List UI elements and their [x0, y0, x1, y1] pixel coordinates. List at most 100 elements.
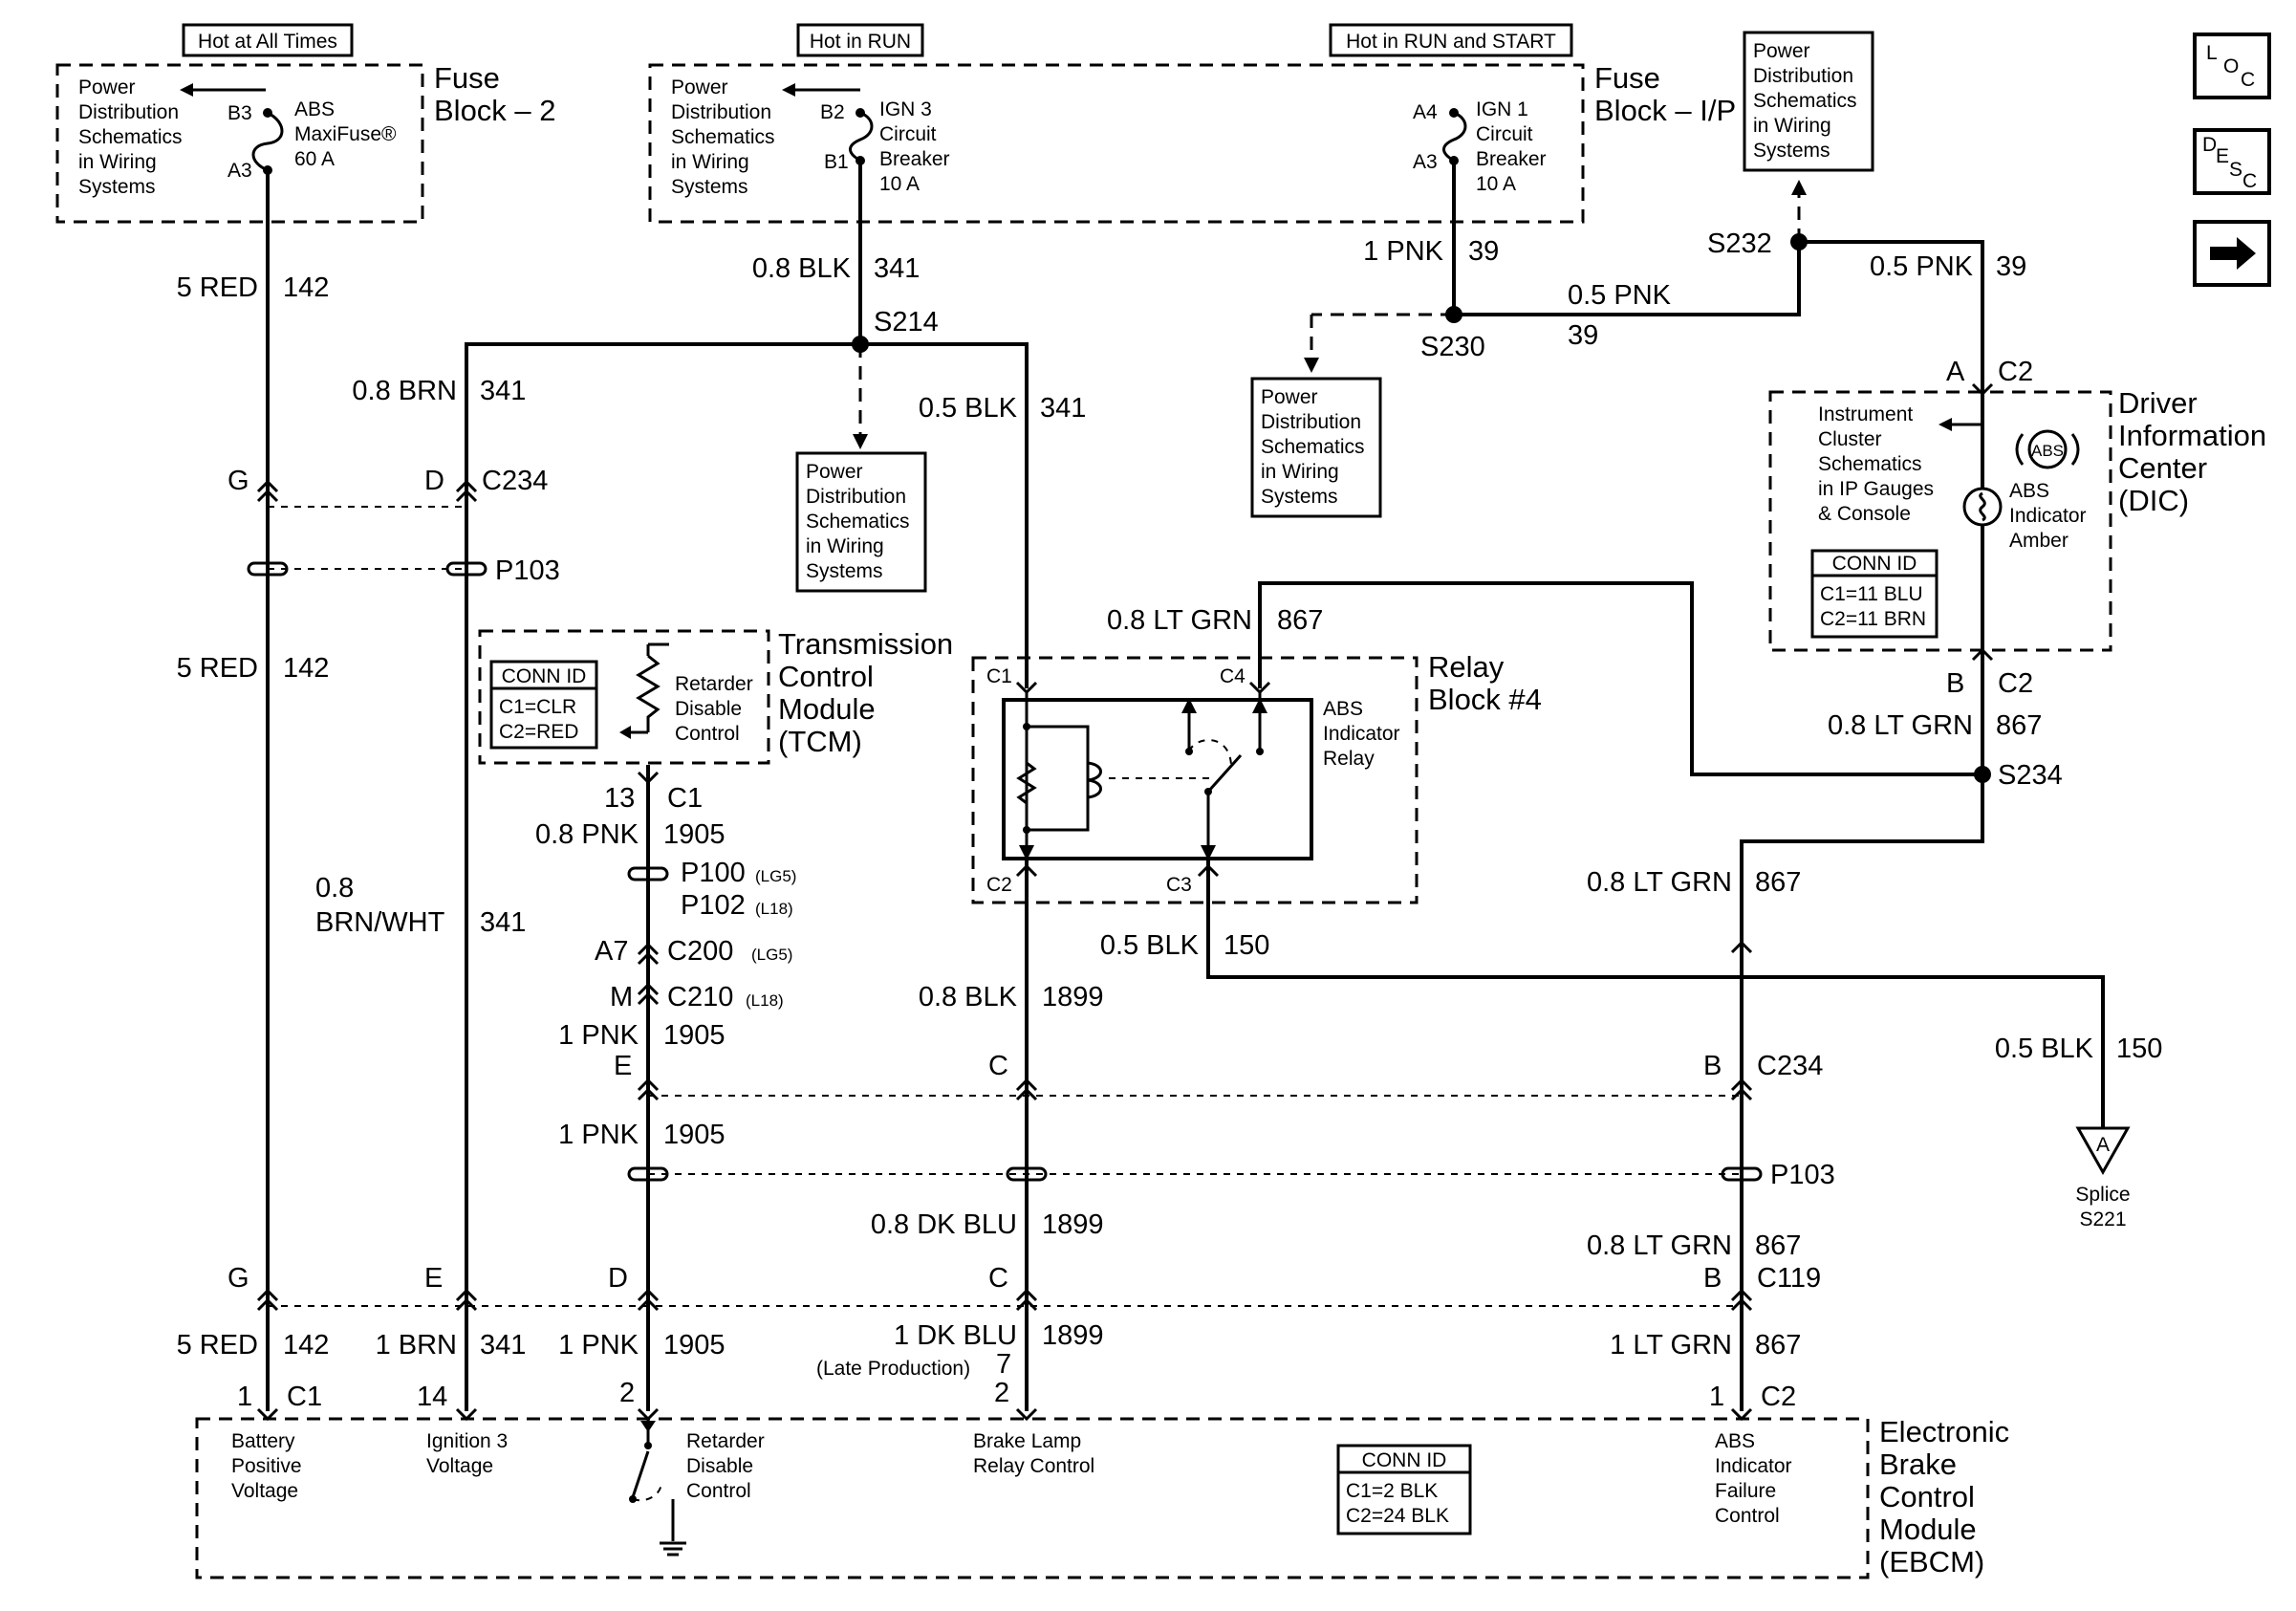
- wire-circuit: 39: [1996, 251, 2026, 282]
- pds-ref-fuse2[interactable]: Power Distribution Schematics in Wiring …: [78, 76, 183, 198]
- relay-pin-c2: [1015, 863, 1038, 878]
- pds-line: Power: [671, 76, 728, 98]
- hot-run-start-box: [1329, 23, 1573, 57]
- dic-ref-line: Instrument: [1818, 403, 1913, 425]
- wire-gauge: 0.8 BRN: [352, 376, 457, 406]
- connector-name: P103: [1770, 1160, 1835, 1190]
- option-code: (LG5): [751, 946, 792, 964]
- ebcm-pin-label: Battery: [231, 1430, 295, 1452]
- arrow-left-icon: [619, 726, 631, 739]
- connector-pin-m: [637, 982, 660, 1006]
- ebcm-pin-label: Control: [1715, 1505, 1780, 1527]
- splice-s214-label: S214: [874, 307, 939, 337]
- resistor-icon: [1016, 761, 1037, 805]
- conn-id-box: [1810, 549, 1939, 639]
- pin-label: E: [424, 1263, 443, 1294]
- ign1-label: 10 A: [1476, 173, 1516, 195]
- splice-ref-label: S221: [2079, 1208, 2126, 1230]
- nav-loc-button[interactable]: L O C: [2193, 33, 2271, 99]
- conn-id-row: C2=11 BRN: [1820, 608, 1926, 630]
- dic-title: (DIC): [2118, 484, 2189, 517]
- wire-circuit: 867: [1277, 605, 1323, 636]
- wire-gauge: 0.8 LT GRN: [1828, 710, 1973, 741]
- dic-outline: [1768, 390, 2112, 652]
- breaker-pin-a4: A4: [1413, 101, 1438, 123]
- ebcm-pin-label: Voltage: [231, 1480, 298, 1502]
- pds-line: in Wiring: [78, 151, 157, 173]
- wire-circuit: 1905: [663, 819, 726, 850]
- ebcm-pin-label: ABS: [1715, 1430, 1755, 1452]
- conn-id-header: CONN ID: [502, 665, 587, 687]
- nav-next-button[interactable]: [2193, 220, 2271, 287]
- wire-gauge: BRN/WHT: [315, 907, 445, 938]
- wire-gauge: 1 PNK: [558, 1020, 639, 1051]
- pin-label: A: [1946, 357, 1965, 387]
- connector-pin-e: [455, 1288, 478, 1312]
- instrument-cluster-ref[interactable]: Instrument Cluster Schematics in IP Gaug…: [1818, 403, 1934, 525]
- splice-s232-label: S232: [1707, 229, 1772, 259]
- wire-circuit: 867: [1755, 1330, 1801, 1361]
- hot-at-all-times-box: [182, 23, 354, 57]
- wire-circuit: 341: [480, 1330, 526, 1361]
- nav-desc-button[interactable]: D E S C: [2193, 128, 2271, 195]
- relay-body: [1002, 698, 1313, 860]
- splice-s214: [852, 336, 869, 353]
- late-production-note: (Late Production): [816, 1358, 970, 1380]
- fuse-block-2: [55, 63, 424, 224]
- fuse-block-ip: [648, 63, 1585, 224]
- connector-name: C234: [482, 466, 548, 496]
- pds-line: Power: [806, 461, 863, 483]
- conn-id-box: [489, 660, 598, 750]
- ign1-label: Breaker: [1476, 148, 1547, 170]
- pds-line: Schematics: [1753, 90, 1857, 112]
- wire-circuit: 39: [1468, 236, 1499, 267]
- circuit-breaker-icon: [1442, 108, 1467, 165]
- coil-icon: [1087, 761, 1102, 799]
- pds-line: Power: [1261, 386, 1318, 408]
- pds-ref-ip[interactable]: Power Distribution Schematics in Wiring …: [671, 76, 775, 198]
- fuse-pin-b3: B3: [227, 102, 252, 124]
- fuse-pin-a3: A3: [227, 160, 252, 182]
- wire-circuit: 1905: [663, 1330, 726, 1361]
- relay-block-title: Relay: [1428, 650, 1505, 684]
- pds-line: Power: [78, 76, 136, 98]
- pds-ref-box: [1250, 377, 1382, 518]
- dic-ref-line: Cluster: [1818, 428, 1882, 450]
- pds-line: Power: [1753, 40, 1810, 62]
- ebcm-module: Electronic Brake Control Module (EBCM) B…: [195, 1415, 2009, 1579]
- abs-maxifuse-label: MaxiFuse®: [294, 123, 397, 145]
- connector-name: P102: [681, 890, 746, 921]
- relay-switch-arc: [1188, 739, 1232, 766]
- wire-circuit: 150: [1224, 930, 1269, 961]
- ebcm-pin-label: Voltage: [426, 1455, 493, 1477]
- loc-letter: C: [2241, 69, 2255, 91]
- splice-s234: [1974, 766, 1991, 783]
- pin-label: A7: [595, 936, 628, 967]
- splice-s221-ref[interactable]: A Splice S221: [2075, 1126, 2131, 1230]
- wire-gauge: 1 PNK: [558, 1120, 639, 1150]
- connector-pin-a7: [637, 942, 660, 966]
- pin-label: C: [988, 1263, 1008, 1294]
- dic-lamp-label: ABS: [2009, 480, 2049, 502]
- option-code: (LG5): [755, 867, 796, 885]
- node: [1023, 723, 1030, 730]
- dic-title: Center: [2118, 451, 2207, 485]
- grommet-icon: [1721, 1166, 1763, 1182]
- pds-ref-s214[interactable]: Power Distribution Schematics in Wiring …: [795, 451, 927, 593]
- splice-s234-label: S234: [1998, 760, 2063, 791]
- dic-title: Driver: [2118, 386, 2198, 420]
- pds-ref-box-s232[interactable]: [1743, 31, 1874, 172]
- pin-label: D: [608, 1263, 628, 1294]
- wire-circuit: 1905: [663, 1120, 726, 1150]
- pds-ref-s230[interactable]: Power Distribution Schematics in Wiring …: [1250, 377, 1382, 518]
- next-button-frame: [2193, 220, 2271, 287]
- ign1-label: Circuit: [1476, 123, 1533, 145]
- wire-150: [1206, 860, 2105, 1128]
- pds-ref-box: [795, 451, 927, 593]
- wire-gauge: 5 RED: [177, 653, 258, 684]
- conn-id-row: C1=11 BLU: [1820, 583, 1923, 605]
- relay-pin-label: C1: [986, 665, 1012, 687]
- ebcm-title: (EBCM): [1879, 1545, 1984, 1578]
- relay-switch-icon: [1206, 753, 1243, 794]
